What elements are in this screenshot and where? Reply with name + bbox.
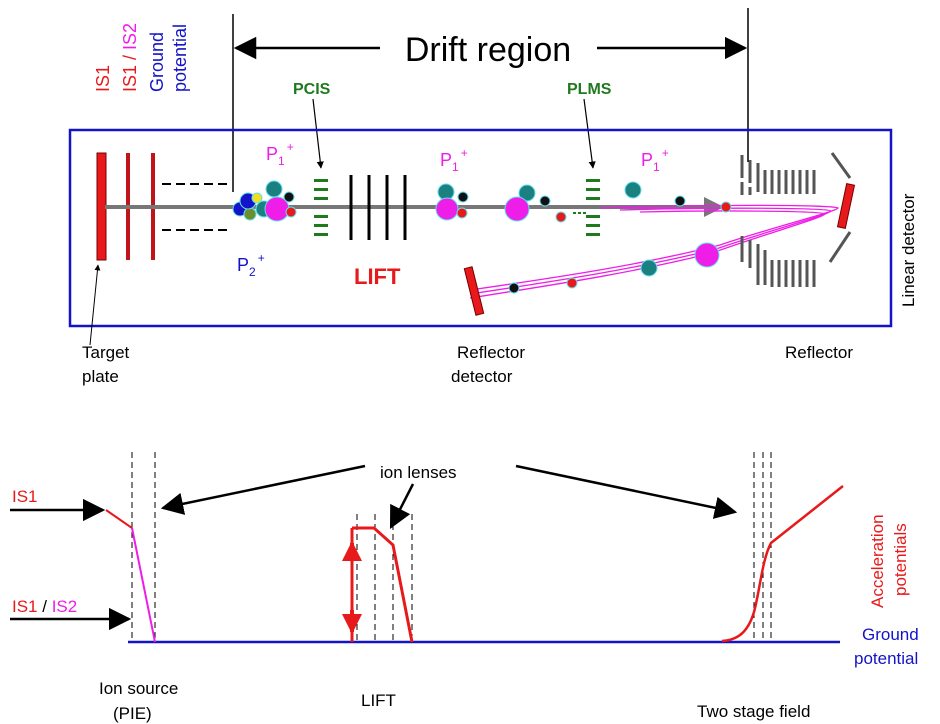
ion-lenses-label: ion lenses — [380, 463, 457, 482]
instrument-chamber — [68, 128, 893, 328]
plms-label: PLMS — [567, 81, 612, 98]
reflector-detector — [463, 266, 485, 316]
ion-cluster-reflected — [508, 242, 720, 294]
ion-cluster-post-lift — [435, 183, 567, 223]
drift-region-label: Drift region — [405, 31, 571, 69]
p1-label-source: P1+ — [266, 140, 294, 168]
target-plate-label-1: Target — [82, 343, 130, 362]
ion-cluster-source — [232, 180, 297, 222]
ion-source-label-2: (PIE) — [113, 704, 152, 723]
ion-lenses-arrow-left — [160, 464, 366, 515]
drift-region-indicator: Drift region — [232, 8, 749, 192]
plms-arrow — [583, 98, 596, 169]
two-stage-field-curve — [721, 485, 844, 643]
reflected-path-1 — [469, 204, 839, 291]
acceleration-potentials-label-1: Acceleration — [868, 514, 887, 608]
ground-potential-label-2: potential — [854, 649, 918, 668]
p2-label: P2+ — [237, 251, 265, 279]
plms-gate — [586, 179, 600, 236]
acceleration-potentials-label-2: potentials — [891, 523, 910, 596]
is1-is2-label: IS1 / IS2 — [12, 597, 77, 616]
pcis-arrow — [312, 98, 324, 169]
ion-cluster-drift — [624, 181, 732, 213]
ground-vertical-label-1: Ground — [147, 32, 167, 92]
is1-is2-vertical-label: IS1 / IS2 — [120, 23, 140, 92]
lift-potential-curve — [352, 526, 414, 643]
reflector — [740, 152, 852, 287]
linear-detector-label: Linear detector — [899, 193, 918, 307]
is2-potential-curve — [131, 527, 156, 643]
target-plate-pointer — [89, 264, 101, 346]
lift-bottom-label: LIFT — [361, 691, 396, 710]
ground-potential-label-1: Ground — [862, 625, 919, 644]
reflected-path-2 — [469, 207, 832, 295]
ion-lenses-arrow-middle — [389, 483, 415, 530]
p1-label-drift: P1+ — [641, 146, 669, 174]
ground-vertical-label-2: potential — [170, 24, 190, 92]
is1-potential-curve — [105, 509, 133, 529]
pcis-gate — [314, 179, 328, 236]
is1-label: IS1 — [12, 487, 38, 506]
linear-detector-plate — [836, 183, 856, 229]
lift-label: LIFT — [354, 264, 401, 289]
lift-cell — [349, 175, 407, 240]
target-plate — [96, 152, 107, 261]
ion-source-label-1: Ion source — [99, 679, 178, 698]
p1-label-lift: P1+ — [440, 146, 468, 174]
reflector-detector-label-1: Reflector — [457, 343, 525, 362]
ion-lenses-arrow-right — [515, 464, 738, 519]
reflector-detector-label-2: detector — [451, 367, 513, 386]
reflector-label: Reflector — [785, 343, 853, 362]
is1-vertical-label: IS1 — [93, 65, 113, 92]
target-plate-label-2: plate — [82, 367, 119, 386]
lens-markers — [131, 452, 772, 642]
two-stage-field-label: Two stage field — [697, 702, 810, 721]
pcis-label: PCIS — [293, 81, 331, 98]
